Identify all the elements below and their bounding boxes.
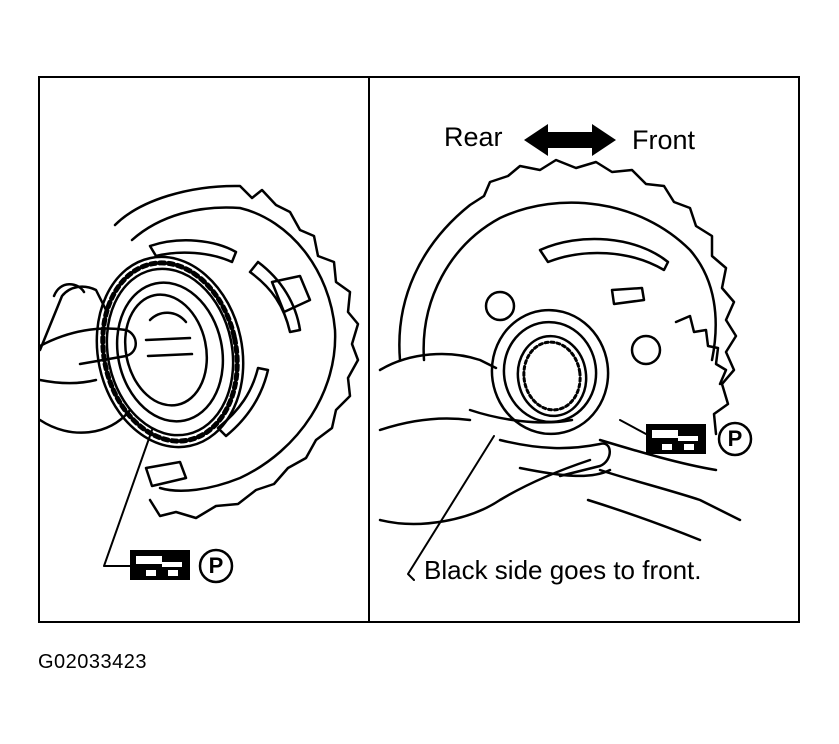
petroleum-jelly-tool-icon: [130, 550, 190, 580]
figure-id: G02033423: [38, 651, 148, 673]
seal-ring-icon: [490, 308, 610, 436]
figure-divider: [368, 76, 370, 623]
rear-label: Rear: [444, 122, 503, 152]
left-hand-icon: [38, 283, 137, 434]
front-label: Front: [632, 125, 696, 155]
double-arrow-icon: [524, 124, 616, 156]
left-gear-drum-icon: [95, 184, 360, 520]
p-symbol-left: P: [208, 553, 224, 578]
petroleum-jelly-tool-icon: [646, 424, 706, 454]
caption-label: Black side goes to front.: [424, 555, 702, 585]
p-symbol-right: P: [727, 426, 743, 451]
right-hand-icon: [378, 352, 612, 526]
p-circle-right: [717, 421, 753, 457]
right-gear-drum-icon: [398, 158, 742, 542]
p-circle-left: [198, 548, 234, 584]
thrust-bearing-icon: [95, 255, 245, 449]
